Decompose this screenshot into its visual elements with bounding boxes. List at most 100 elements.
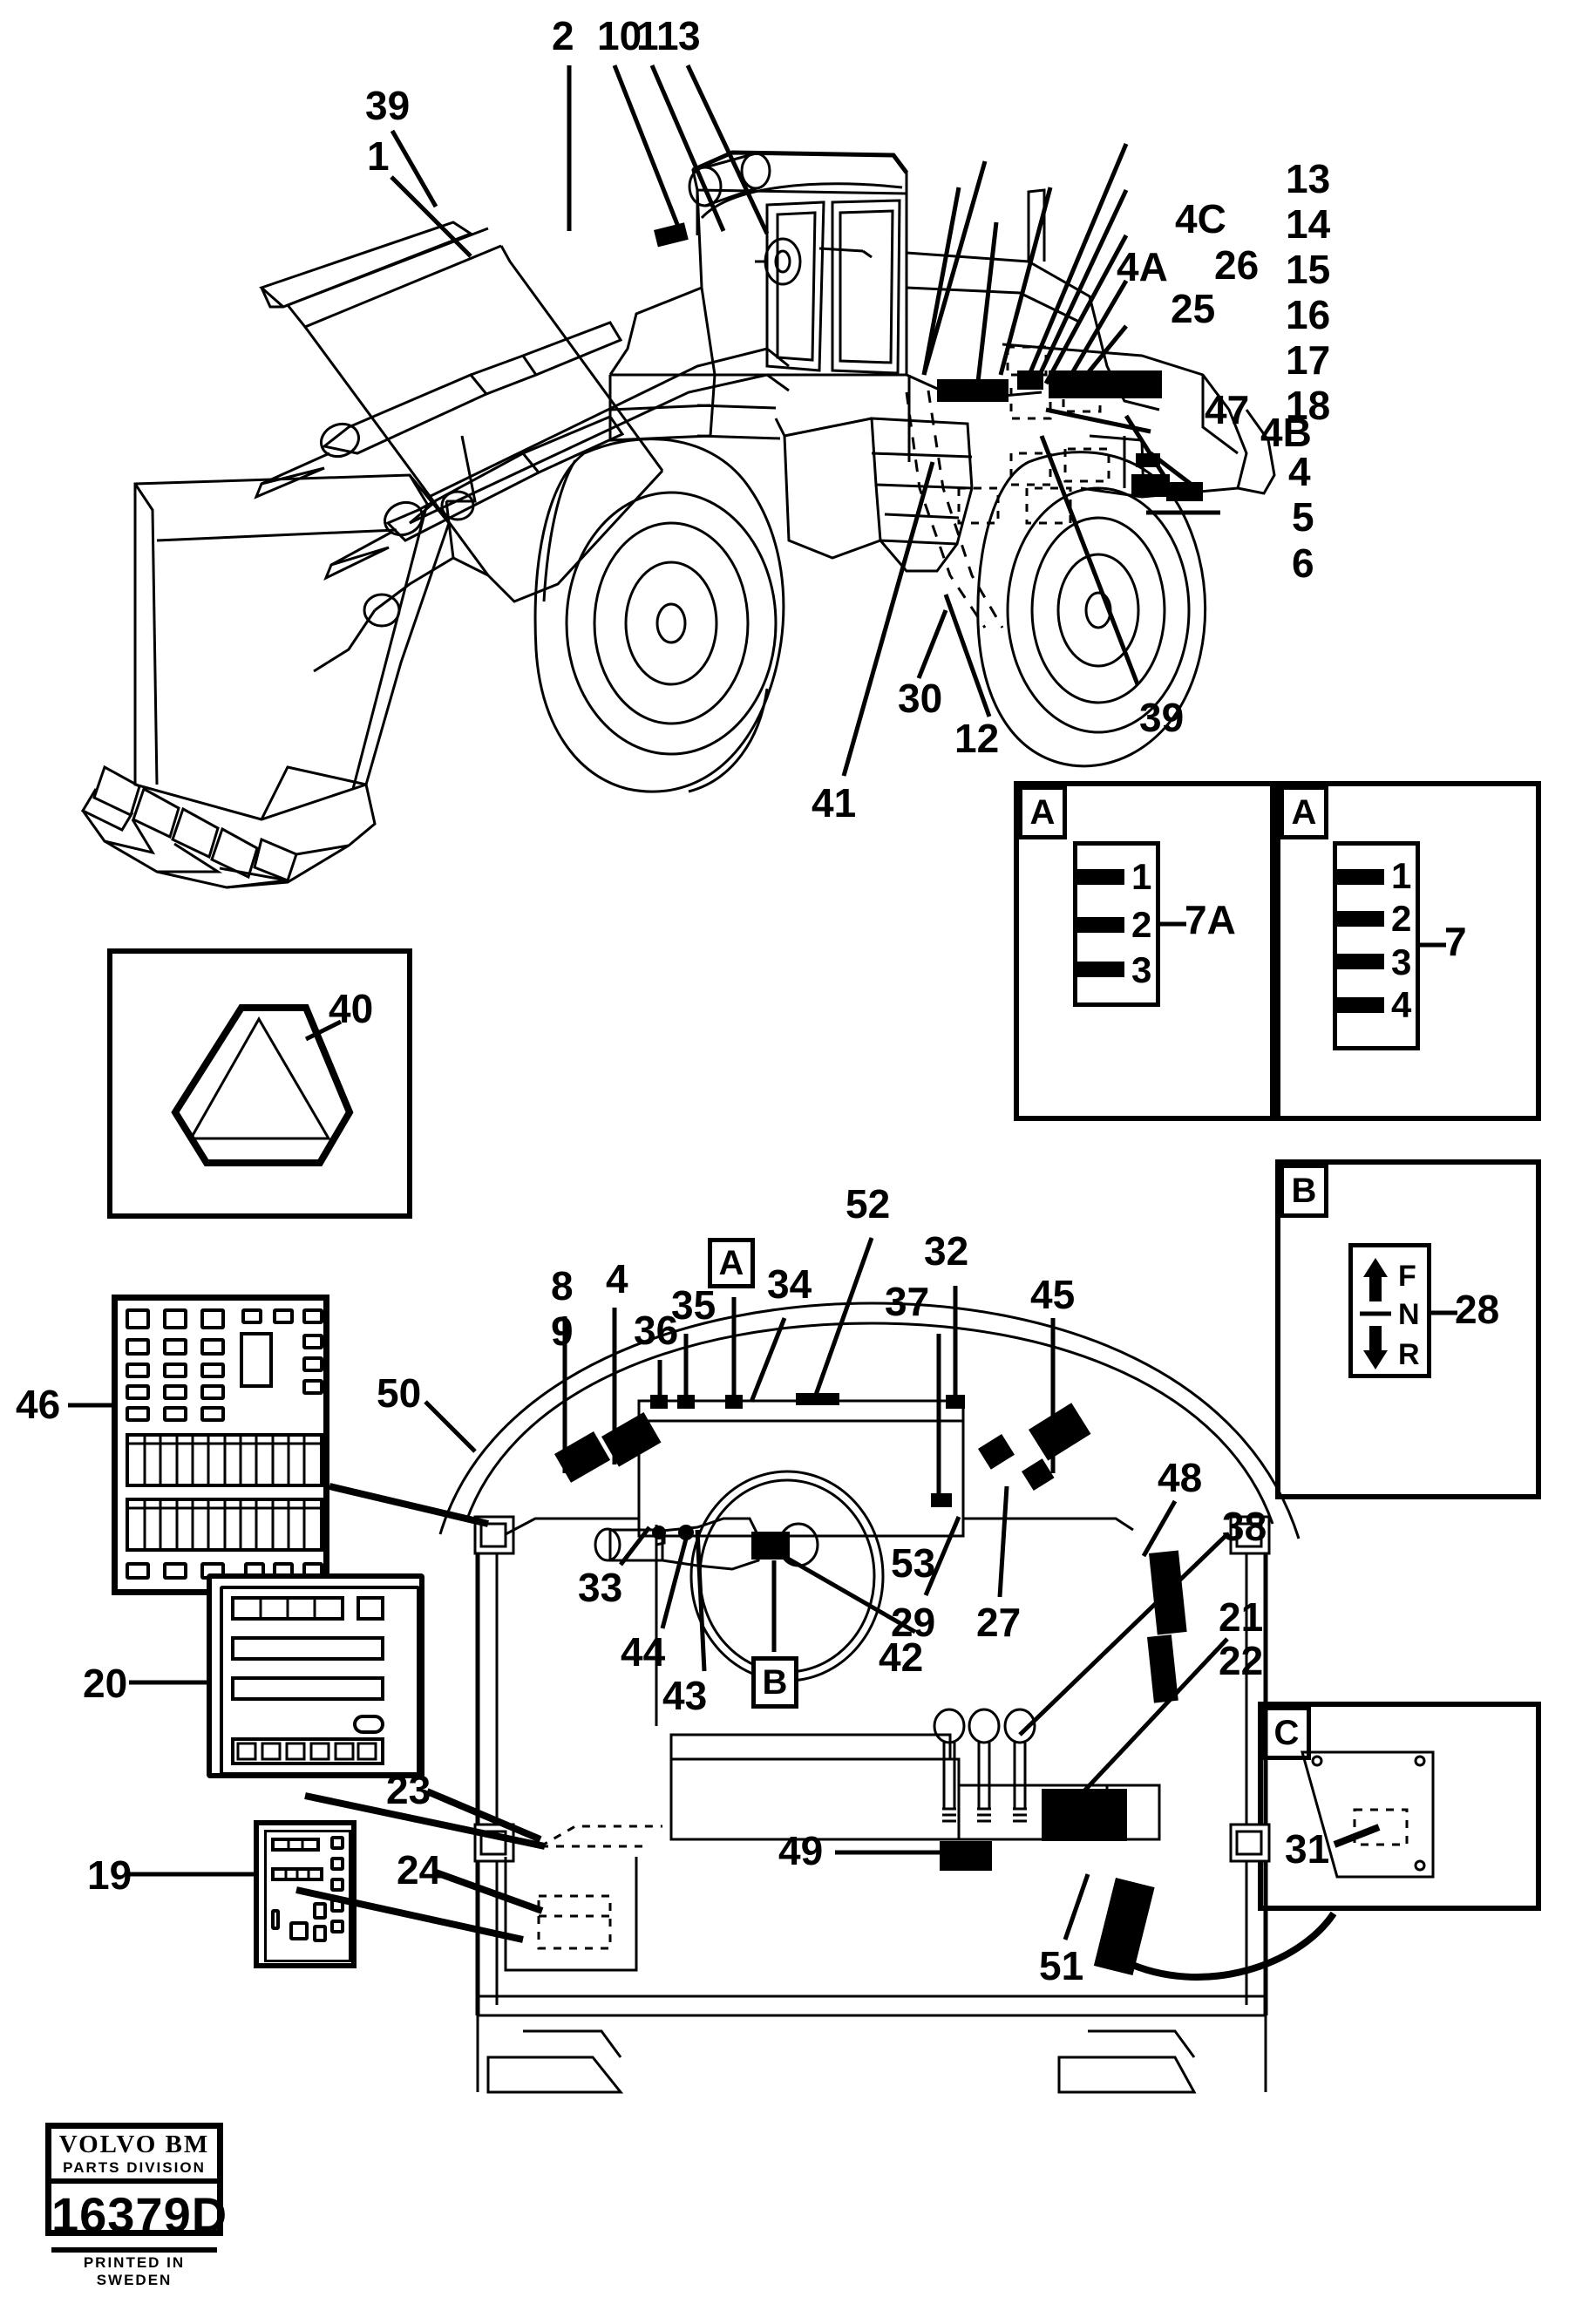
module-cell [330, 1857, 344, 1871]
module-cell [330, 1836, 344, 1850]
bucket-assembly [80, 473, 451, 889]
bar-num-4: 4 [1391, 984, 1412, 1025]
callout-21: 21 [1219, 1594, 1264, 1640]
callout-12: 12 [954, 716, 1000, 761]
lamp-bar-upper [231, 1636, 384, 1661]
callout-14: 14 [1286, 201, 1331, 247]
main-relay [240, 1332, 273, 1388]
callout-38: 38 [1222, 1504, 1267, 1549]
bar-2 [1076, 917, 1124, 933]
relay-cell [126, 1406, 150, 1422]
volvo-bm-logo-block: VOLVO BM PARTS DIVISION 16379D PRINTED I… [45, 2123, 227, 2288]
shift-letter-F: F [1398, 1260, 1416, 1293]
relay-cell [163, 1308, 187, 1329]
callout-27: 27 [976, 1600, 1022, 1645]
leader-lines-cab [68, 1237, 1229, 1943]
shift-pattern-plate: F N R [1348, 1243, 1431, 1378]
bar-num-2: 2 [1391, 898, 1412, 939]
callout-4-dash: 4 [606, 1256, 628, 1301]
fuse-strip-7: 1 2 3 4 [1333, 841, 1420, 1050]
module-cell [330, 1920, 344, 1933]
callout-41: 41 [812, 780, 857, 826]
callout-49: 49 [778, 1828, 824, 1873]
division-name: PARTS DIVISION [63, 2159, 206, 2176]
callout-19: 19 [87, 1852, 132, 1898]
callout-4: 4 [1288, 449, 1311, 494]
callout-52: 52 [846, 1181, 891, 1227]
callout-36: 36 [634, 1308, 679, 1353]
drawing-number: 16379D [51, 2184, 227, 2253]
part-label-7: 7 [1444, 919, 1467, 964]
callout-4C: 4C [1175, 196, 1226, 241]
callout-53: 53 [891, 1540, 936, 1586]
callout-34: 34 [767, 1261, 812, 1307]
fuse-row-upper [126, 1433, 323, 1487]
callout-39: 39 [365, 83, 411, 128]
bar-num-3: 3 [1131, 949, 1152, 990]
callout-26: 26 [1214, 242, 1260, 288]
callout-5: 5 [1292, 494, 1314, 540]
callout-6: 6 [1292, 540, 1314, 586]
fuse-row-lower [126, 1498, 323, 1552]
slow-moving-vehicle-triangle-icon [171, 1004, 354, 1166]
relay-cell [163, 1363, 187, 1378]
callout-16: 16 [1286, 292, 1331, 337]
callout-15: 15 [1286, 247, 1331, 292]
callout-17: 17 [1286, 337, 1331, 383]
relay-cell [302, 1308, 323, 1324]
relay-cell [273, 1308, 294, 1324]
logo-brand-row: VOLVO BM PARTS DIVISION [51, 2129, 217, 2184]
relay-cell [126, 1384, 150, 1400]
relay-cell [126, 1308, 150, 1329]
detail-panel-31: C 31 [1258, 1702, 1541, 1911]
callout-35: 35 [671, 1282, 717, 1328]
relay-cell [302, 1356, 323, 1372]
callout-48: 48 [1158, 1455, 1203, 1500]
leader-lines-machine [390, 64, 1220, 777]
relay-cell [126, 1338, 150, 1356]
callout-42: 42 [879, 1634, 924, 1680]
callout-4A: 4A [1117, 244, 1168, 289]
detail-tag-B: B [1280, 1164, 1328, 1218]
module-cell [289, 1921, 309, 1940]
callout-50: 50 [377, 1370, 422, 1416]
callout-47: 47 [1205, 387, 1250, 432]
bar-3 [1336, 954, 1384, 969]
relay-cell [200, 1308, 225, 1329]
part-label-40: 40 [329, 986, 374, 1031]
instrument-panel-20 [207, 1573, 424, 1778]
relay-cell [302, 1334, 323, 1349]
slow-vehicle-sign-panel: 40 [107, 948, 412, 1219]
module-cell [271, 1909, 280, 1930]
bar-4 [1336, 997, 1384, 1013]
callout-37: 37 [885, 1279, 930, 1324]
detail-panel-28: B F N R 28 [1275, 1159, 1541, 1499]
callout-1: 1 [367, 133, 390, 179]
callout-22: 22 [1219, 1638, 1264, 1683]
callout-9: 9 [551, 1308, 574, 1354]
relay-cell [163, 1384, 187, 1400]
shift-letter-R: R [1398, 1338, 1420, 1371]
shift-arrows [1360, 1258, 1391, 1369]
inline-detail-ref-A: A [708, 1238, 755, 1288]
module-cell [313, 1925, 327, 1942]
bar-1 [1076, 869, 1124, 885]
decal-markers [654, 222, 1203, 501]
relay-cell [163, 1562, 187, 1580]
callout-3: 3 [678, 13, 701, 58]
brand-name: VOLVO BM [58, 2131, 210, 2158]
callout-18: 18 [1286, 383, 1331, 428]
detail-tag-A1: A [1018, 785, 1067, 839]
relay-cell [302, 1379, 323, 1395]
relay-cell [200, 1338, 225, 1356]
gauge-row [231, 1596, 344, 1621]
switch-row [231, 1737, 384, 1765]
relay-cell [200, 1406, 225, 1422]
inline-detail-ref-B: B [751, 1656, 798, 1709]
bar-num-2: 2 [1131, 904, 1152, 945]
callout-23: 23 [386, 1767, 431, 1812]
callout-10: 10 [597, 13, 642, 58]
module-row [271, 1867, 323, 1881]
